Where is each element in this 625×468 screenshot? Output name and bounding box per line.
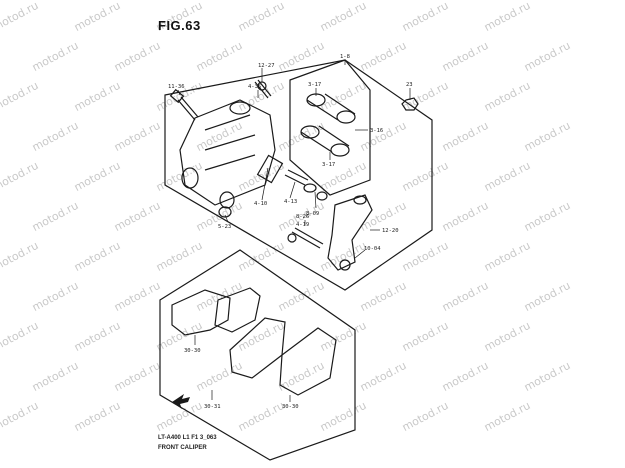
callout-label: 11-36 (168, 84, 185, 90)
callout-label: 3-17 (322, 162, 335, 168)
piston-lower (300, 125, 350, 157)
diagram-code: LT-A400 L1 F1 3_063 (158, 435, 217, 441)
brake-pad-right (229, 317, 337, 396)
callout-label: 4-19 (296, 222, 309, 228)
caliper-bracket (327, 194, 373, 271)
callout-label: 4-13 (284, 199, 297, 205)
callout-label: 10-04 (364, 246, 381, 252)
slide-pin-set (256, 154, 328, 249)
callout-label: 23 (406, 82, 413, 88)
callout-label: 8-09 (306, 211, 319, 217)
piston-upper (306, 93, 356, 124)
callout-label: 3-16 (370, 128, 383, 134)
callout-label: 12-20 (382, 228, 399, 234)
callout-label: 1-8 (340, 54, 350, 60)
caliper-body (179, 99, 276, 218)
piston-box (289, 59, 371, 196)
fixing-nut (401, 97, 419, 111)
callout-label: 3-17 (308, 82, 321, 88)
figure-title: FIG.63 (158, 18, 201, 33)
callout-label: 12-27 (258, 63, 275, 69)
callout-label: 5-23 (218, 224, 231, 230)
callout-labels: 1-8 12-27 4-35 11-36 23 3-17 3-16 3-17 4… (168, 54, 413, 410)
callout-label: 30-31 (204, 404, 221, 410)
brake-pads-frame (159, 249, 356, 461)
leader-lines (177, 60, 411, 402)
callout-label: 30-30 (184, 348, 201, 354)
callout-label: 4-35 (248, 84, 261, 90)
brake-pad-left (171, 287, 261, 336)
diagram-caption: FRONT CALIPER (158, 445, 207, 451)
front-arrow-icon (172, 394, 190, 409)
callout-label: 4-10 (254, 201, 267, 207)
callout-label: 30-30 (282, 404, 299, 410)
callout-label: 8-26 (296, 214, 309, 220)
caliper-bolt (169, 88, 199, 121)
